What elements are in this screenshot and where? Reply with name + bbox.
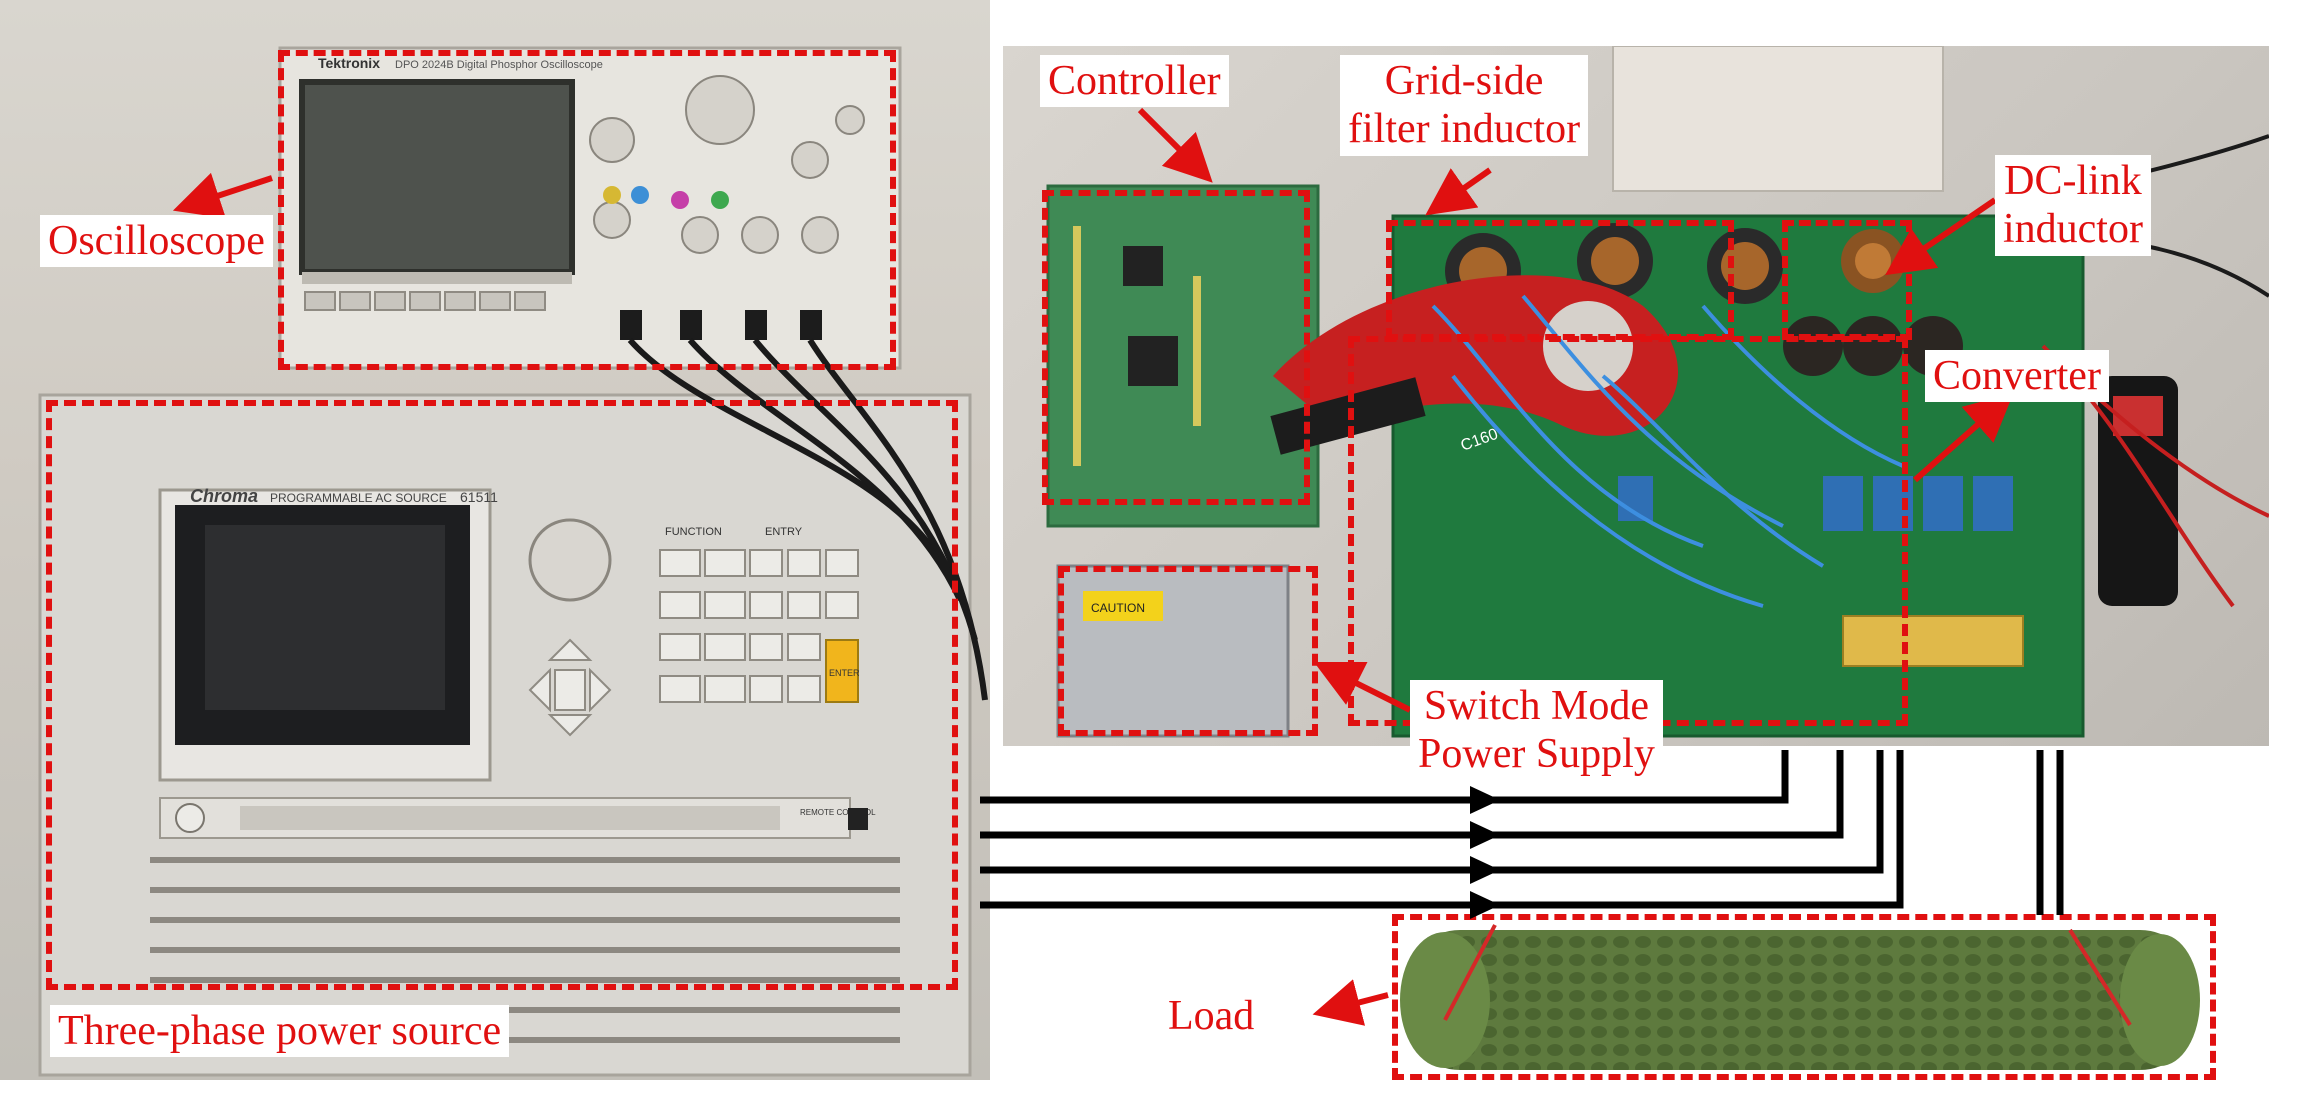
load-resistor-photo: [1390, 915, 2210, 1080]
enter-key-text: ENTER: [829, 668, 860, 678]
power-lines: [980, 750, 2064, 915]
caution-sticker-text: CAUTION: [1091, 601, 1145, 615]
ac-source-knob: [528, 518, 612, 602]
smps-box: [1058, 566, 1318, 736]
load-label: Load: [1160, 990, 1263, 1043]
source-brand-text: Chroma: [190, 486, 258, 506]
scope-model-text: DPO 2024B Digital Phosphor Oscilloscope: [395, 59, 603, 71]
controller-label: Controller: [1040, 55, 1229, 108]
scope-brand-text: Tektronix: [318, 55, 380, 71]
converter-bench-photo: CAUTION C160: [1003, 46, 2269, 746]
power-line-arrowheads: [1470, 786, 1500, 919]
oscilloscope-box: [278, 50, 896, 370]
grid-filter-inductor-label: Grid-side filter inductor: [1340, 55, 1589, 156]
scope-channel-buttons: [603, 186, 729, 209]
three-phase-source-label: Three-phase power source: [50, 1005, 510, 1058]
blue-wiring: [1431, 294, 1904, 608]
ac-source-grille-top: [240, 806, 780, 830]
converter-arrow: [1913, 393, 2014, 483]
power-button: [175, 803, 205, 833]
converter-bench-illustration: CAUTION C160: [1046, 46, 2269, 738]
oscilloscope-label: Oscilloscope: [40, 215, 273, 268]
function-header-text: FUNCTION: [665, 526, 722, 538]
load-resistor-body: [1405, 930, 2195, 1070]
enclosure-box: [1612, 46, 1944, 192]
dc-link-arrow: [1885, 197, 1997, 276]
oscilloscope-screen: [299, 79, 575, 275]
controller-box: [1042, 190, 1310, 505]
terminal-block: [1842, 615, 2024, 667]
red-arrows: [172, 107, 2014, 1026]
oscilloscope-arrow: [172, 172, 273, 219]
source-model-text: PROGRAMMABLE AC SOURCE: [270, 491, 447, 505]
smps-label: Switch Mode Power Supply: [1410, 680, 1663, 781]
load-box: [1392, 914, 2216, 1080]
remote-control-text: REMOTE CONTROL: [800, 808, 876, 817]
smps-arrow: [1313, 661, 1412, 713]
scope-softkeys: [304, 291, 546, 311]
dc-link-inductor-label: DC-link inductor: [1995, 155, 2151, 256]
load-arrow: [1312, 979, 1389, 1026]
source-number-text: 61511: [460, 489, 498, 505]
instrument-illustration: Tektronix DPO 2024B Digital Phosphor Osc…: [38, 46, 988, 1077]
converter-label: Converter: [1925, 350, 2109, 403]
grid-filter-arrow: [1425, 167, 1492, 216]
controller-arrow: [1137, 107, 1213, 183]
scope-probe-connectors: [620, 310, 822, 340]
arrow-keys: [528, 638, 612, 737]
load-resistor-illustration: [1400, 924, 2200, 1070]
three-phase-source-box: [46, 400, 958, 990]
instrument-photo: Tektronix DPO 2024B Digital Phosphor Osc…: [0, 0, 990, 1080]
scope-knobs: [589, 75, 865, 254]
entry-header-text: ENTRY: [765, 526, 803, 538]
enter-key: [825, 639, 859, 703]
ac-source-keypad: [659, 549, 859, 703]
load-leads: [1443, 924, 2132, 1027]
